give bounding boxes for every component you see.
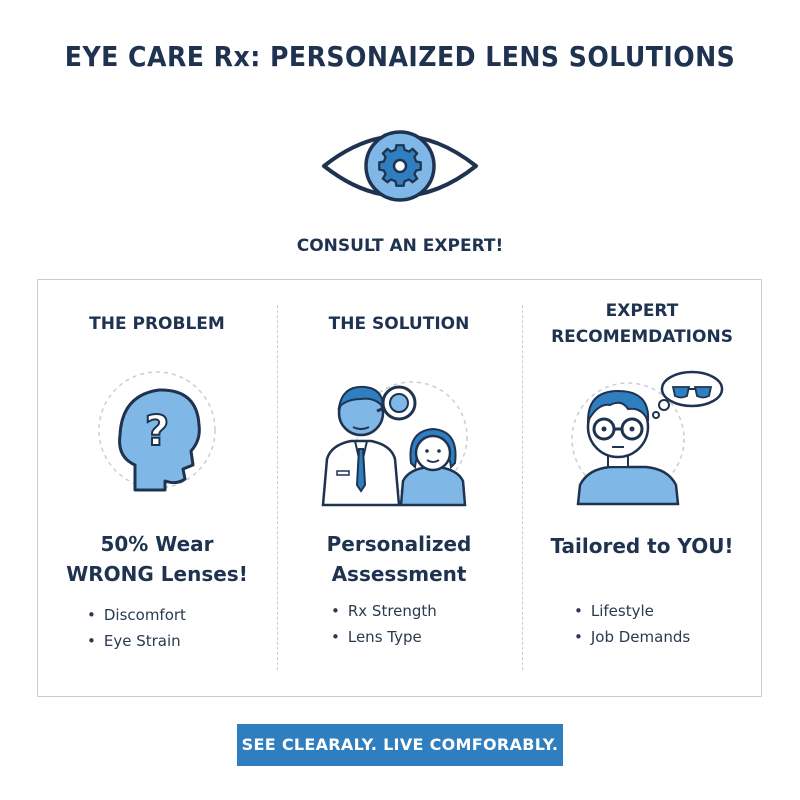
list-item: Lifestyle xyxy=(574,598,690,624)
recommendations-headline-line1: Tailored to YOU! xyxy=(550,534,734,558)
head-question-mark-icon: ? xyxy=(98,371,216,492)
eye-with-gear-icon xyxy=(322,130,478,202)
solution-heading: THE SOLUTION xyxy=(279,311,519,337)
problem-column: THE PROBLEM ? 50% Wear WRONG Lenses! Dis… xyxy=(37,279,277,697)
problem-headline-line2: WRONG Lenses! xyxy=(66,562,248,586)
problem-headline: 50% Wear WRONG Lenses! xyxy=(37,529,277,589)
list-item: Discomfort xyxy=(87,602,186,628)
svg-text:?: ? xyxy=(145,406,169,455)
problem-bullets: Discomfort Eye Strain xyxy=(87,602,186,654)
recommendations-bullets: Lifestyle Job Demands xyxy=(574,598,690,650)
recommendations-headline: Tailored to YOU! xyxy=(522,531,762,561)
problem-headline-line1: 50% Wear xyxy=(100,532,214,556)
list-item: Lens Type xyxy=(331,624,437,650)
recommendations-column: EXPERT RECOMEMDATIONS Tailored to YOU! L… xyxy=(522,279,762,697)
solution-heading-text: THE SOLUTION xyxy=(328,314,470,334)
solution-bullets: Rx Strength Lens Type xyxy=(331,598,437,650)
problem-heading: THE PROBLEM xyxy=(37,311,277,337)
list-item: Job Demands xyxy=(574,624,690,650)
recommendations-heading-line1: EXPERT xyxy=(605,301,679,321)
solution-headline: Personalized Assessment xyxy=(279,529,519,589)
solution-headline-line2: Assessment xyxy=(331,562,467,586)
column-divider xyxy=(277,305,278,670)
doctor-and-patient-icon xyxy=(321,381,468,507)
column-divider xyxy=(522,305,523,670)
tagline-banner: SEE CLEARALY. LIVE COMFORABLY. xyxy=(237,724,563,766)
recommendations-heading-line2: RECOMEMDATIONS xyxy=(551,327,733,347)
list-item: Eye Strain xyxy=(87,628,186,654)
solution-headline-line1: Personalized xyxy=(326,532,472,556)
solution-column: THE SOLUTION Personalized Assessment Rx … xyxy=(279,279,519,697)
person-thinking-glasses-icon xyxy=(571,370,724,506)
page-title: EYE CARE Rx: PERSONAIZED LENS SOLUTIONS xyxy=(64,40,736,73)
problem-heading-text: THE PROBLEM xyxy=(89,314,225,334)
consult-expert-heading: CONSULT AN EXPERT! xyxy=(296,236,504,256)
list-item: Rx Strength xyxy=(331,598,437,624)
recommendations-heading: EXPERT RECOMEMDATIONS xyxy=(522,298,762,350)
